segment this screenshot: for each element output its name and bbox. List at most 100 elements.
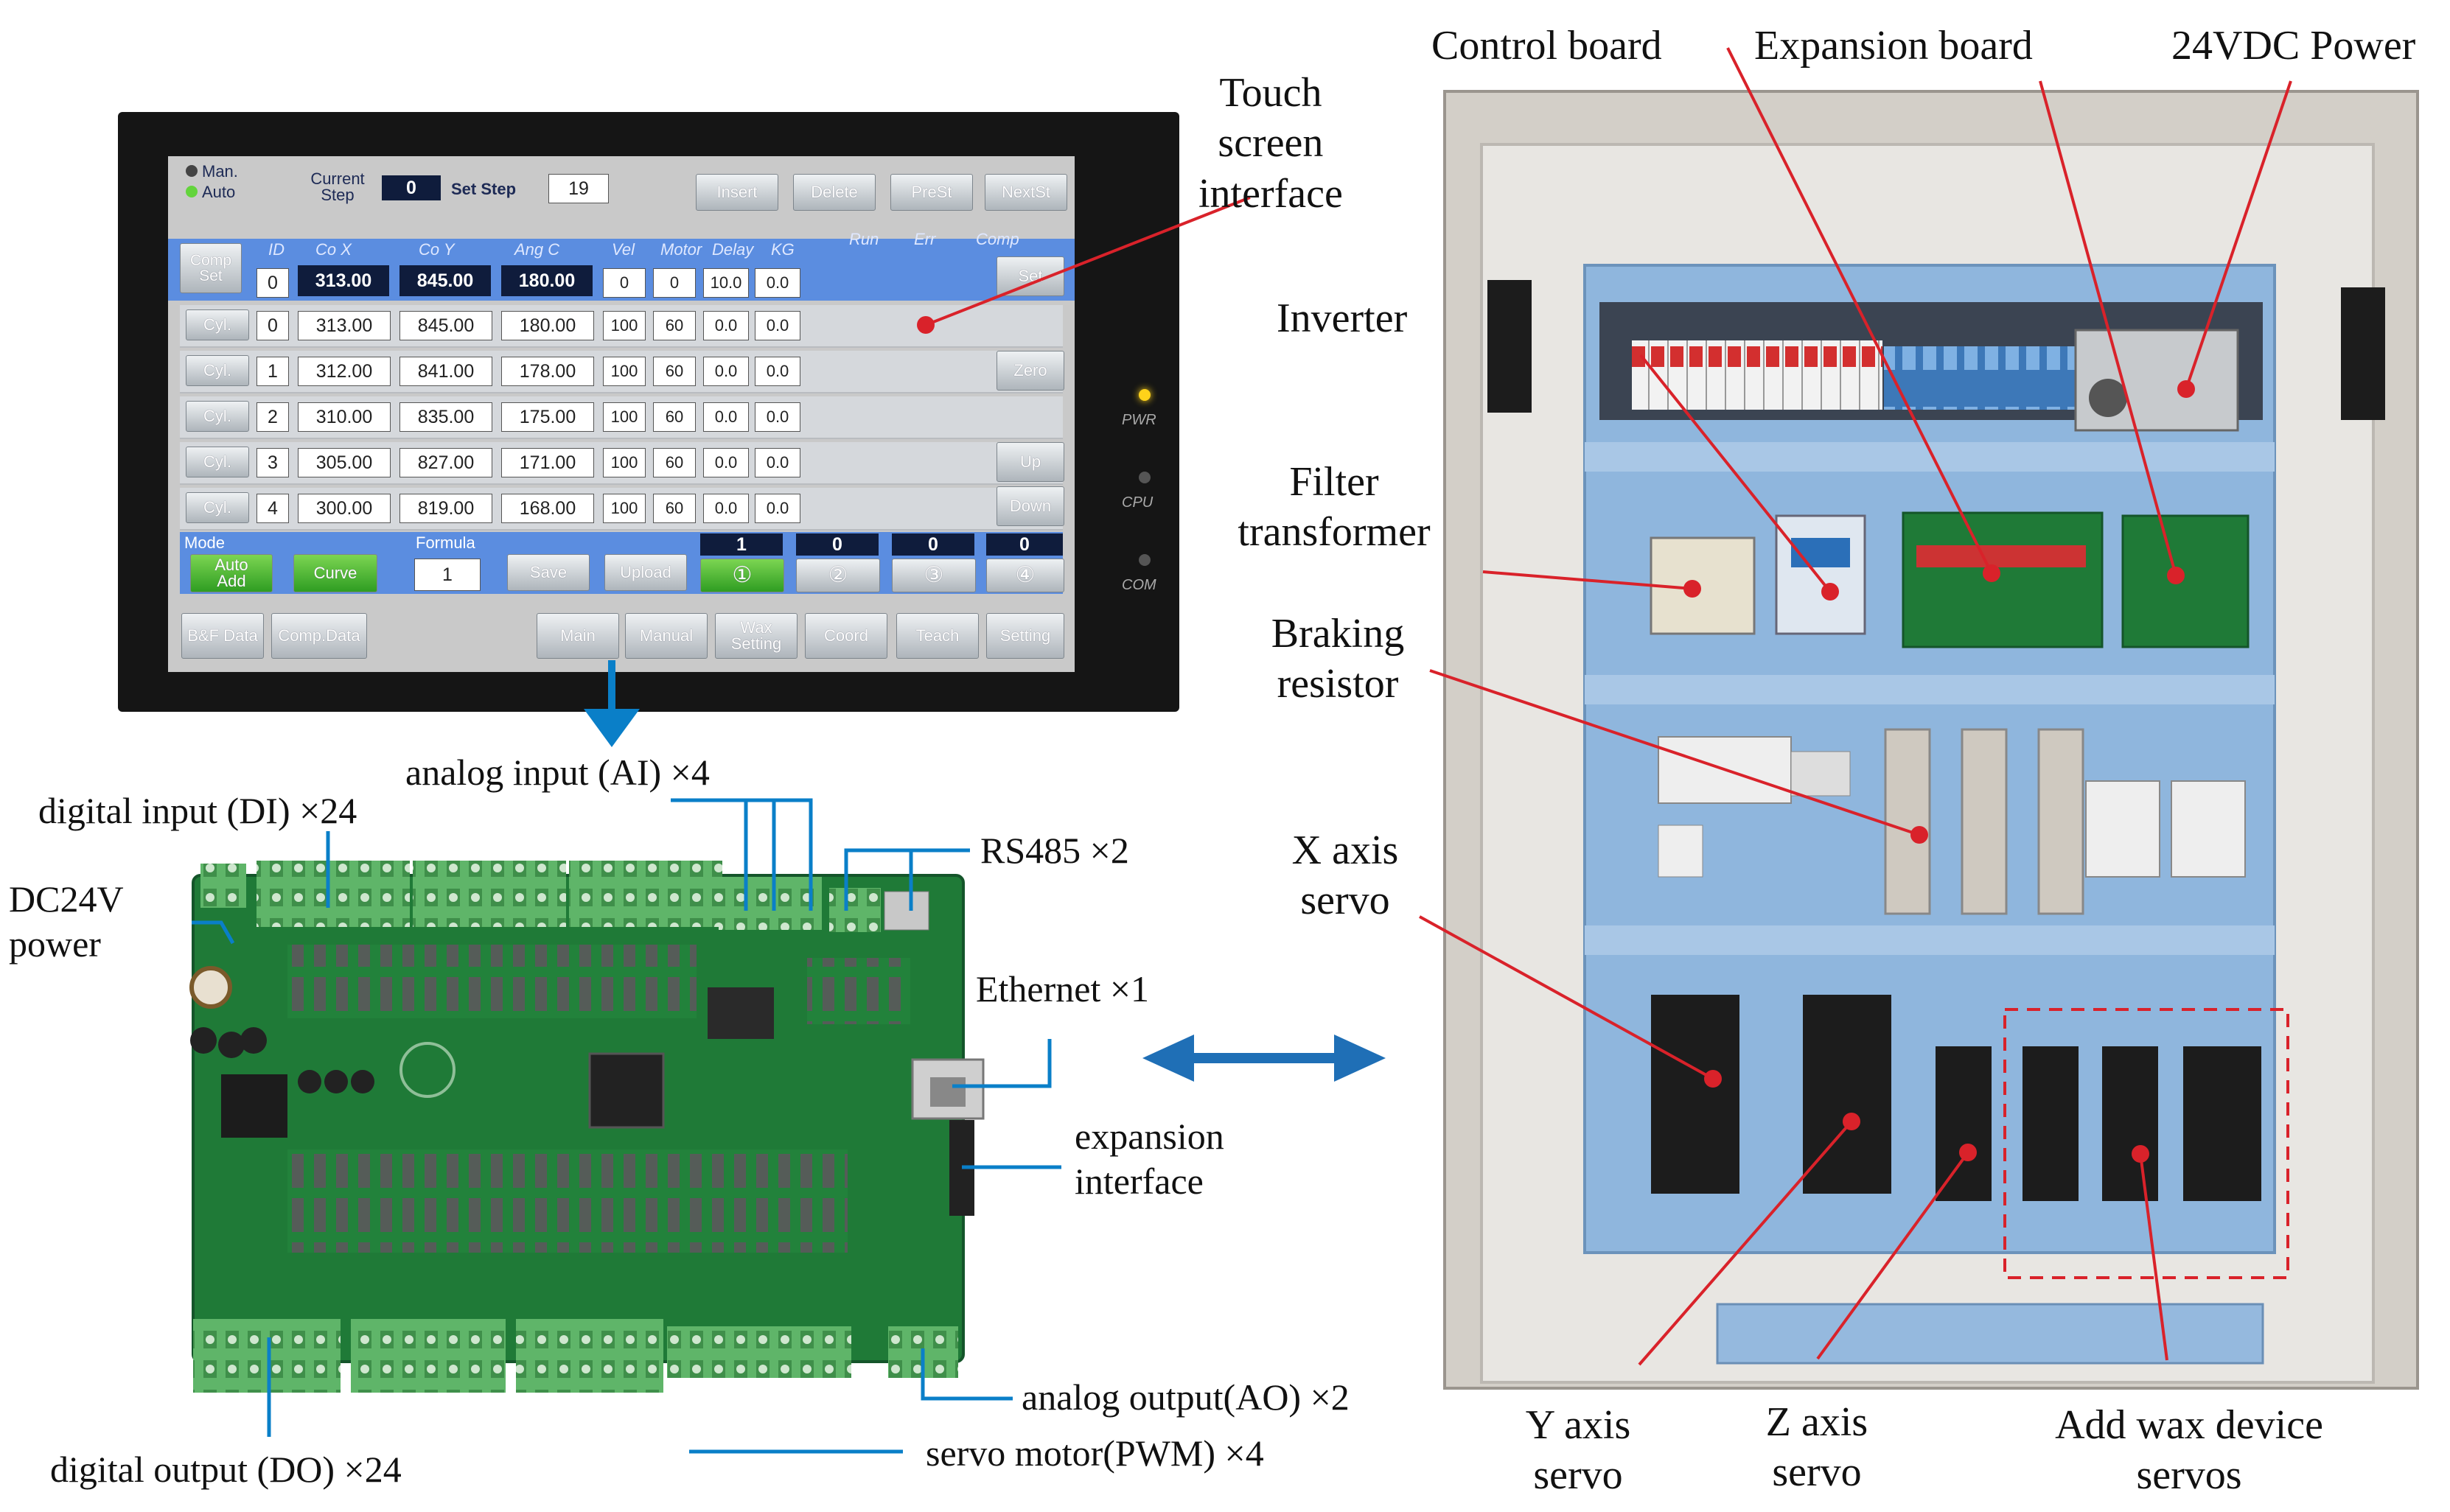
current-delay: 10.0 [703,268,749,298]
save-button[interactable]: Save [507,554,590,591]
digital-output-label: digital output (DO) ×24 [50,1449,402,1490]
formula-slot-1-button[interactable]: ① [700,559,784,592]
com-led-icon [1139,554,1151,566]
cyl-button[interactable]: Cyl. [186,401,249,432]
row-cell-id: 0 [256,311,289,340]
delete-button[interactable]: Delete [793,174,876,211]
tab-comp-data[interactable]: Comp.Data [271,613,367,659]
row-cell-delay: 0.0 [703,311,749,340]
row-cell-co-y: 827.00 [399,448,492,477]
row-cell-co-y: 819.00 [399,494,492,523]
formula-input[interactable]: 1 [414,559,481,591]
row-cell-co-y: 835.00 [399,402,492,432]
row-cell-id: 3 [256,448,289,477]
tab-bf-data[interactable]: B&F Data [181,613,264,659]
mode-man-label: Man. [202,162,238,181]
ethernet-label: Ethernet ×1 [976,968,1150,1009]
row-cell-kg: 0.0 [755,402,800,432]
analog-input-label: analog input (AI) ×4 [405,752,710,793]
power-24vdc-label: 24VDC Power [2171,23,2416,69]
cpu-led-icon [1139,472,1151,483]
current-kg: 0.0 [755,268,800,298]
tab-coord[interactable]: Coord [805,613,887,659]
row-cell-delay: 0.0 [703,402,749,432]
control-cabinet [1443,90,2419,1390]
board-annotation-lines [192,798,1061,1454]
cpu-led-label: CPU [1122,494,1154,511]
braking-resistor-1 [1884,728,1931,915]
row-cell-co-x: 312.00 [298,357,391,386]
row-cell-delay: 0.0 [703,357,749,386]
zero-button[interactable]: Zero [997,351,1064,391]
row-cell-motor: 60 [653,494,696,523]
curve-button[interactable]: Curve [293,554,377,592]
formula-slot-2-button[interactable]: ② [796,559,880,592]
current-co-x: 313.00 [298,265,389,296]
screen-to-board-arrowhead [584,709,640,747]
cabinet-expansion-board [2121,514,2250,648]
wax-servo-drive-3 [2183,1046,2261,1201]
cyl-button[interactable]: Cyl. [186,447,249,477]
row-cell-co-x: 310.00 [298,402,391,432]
row-cell-id: 4 [256,494,289,523]
pwr-led-icon [1139,389,1151,401]
current-step-value: 0 [382,175,441,200]
right-fan [2341,287,2385,420]
mode-auto-label: Auto [202,183,236,201]
cyl-button[interactable]: Cyl. [186,355,249,386]
header-vel: Vel [612,240,635,259]
expansion-board-label: Expansion board [1754,23,2033,69]
auto-radio-icon[interactable] [186,186,198,197]
header-err: Err [914,230,936,248]
prev-step-button[interactable]: PreSt [890,174,973,211]
row-cell-id: 2 [256,402,289,432]
rs485-port [884,891,929,931]
current-ang-c: 180.00 [501,265,593,296]
header-kg: KG [771,240,795,259]
next-step-button[interactable]: NextSt [985,174,1067,211]
formula-slot-4-button[interactable]: ④ [986,559,1064,592]
header-co-y: Co Y [419,240,455,259]
row-cell-vel: 100 [603,494,646,523]
upload-button[interactable]: Upload [604,554,687,591]
cyl-button[interactable]: Cyl. [186,492,249,523]
formula-slot-3-value: 0 [892,533,974,556]
row-cell-vel: 100 [603,357,646,386]
man-radio-icon[interactable] [186,165,198,177]
x-axis-servo-drive [1651,995,1739,1194]
down-button[interactable]: Down [997,486,1064,526]
analog-output-label: analog output(AO) ×2 [1022,1376,1350,1418]
cyl-button[interactable]: Cyl. [186,309,249,340]
formula-slot-3-button[interactable]: ③ [892,559,976,592]
header-motor: Motor [660,240,702,259]
row-cell-co-x: 305.00 [298,448,391,477]
set-step-input[interactable]: 19 [548,174,609,203]
di-terminal-3 [569,861,722,927]
row-cell-ang-c: 180.00 [501,311,594,340]
row-cell-ang-c: 175.00 [501,402,594,432]
tab-main[interactable]: Main [537,613,619,659]
tab-manual[interactable]: Manual [625,613,708,659]
tab-teach[interactable]: Teach [896,613,979,659]
insert-button[interactable]: Insert [696,174,778,211]
header-co-x: Co X [315,240,352,259]
formula-slot-2-value: 0 [796,533,879,556]
row-cell-kg: 0.0 [755,357,800,386]
servo-pwm-label: servo motor(PWM) ×4 [926,1432,1264,1474]
row-cell-co-x: 313.00 [298,311,391,340]
tab-setting[interactable]: Setting [986,613,1064,659]
up-button[interactable]: Up [997,442,1064,482]
row-cell-vel: 100 [603,448,646,477]
power-module [221,1074,287,1138]
